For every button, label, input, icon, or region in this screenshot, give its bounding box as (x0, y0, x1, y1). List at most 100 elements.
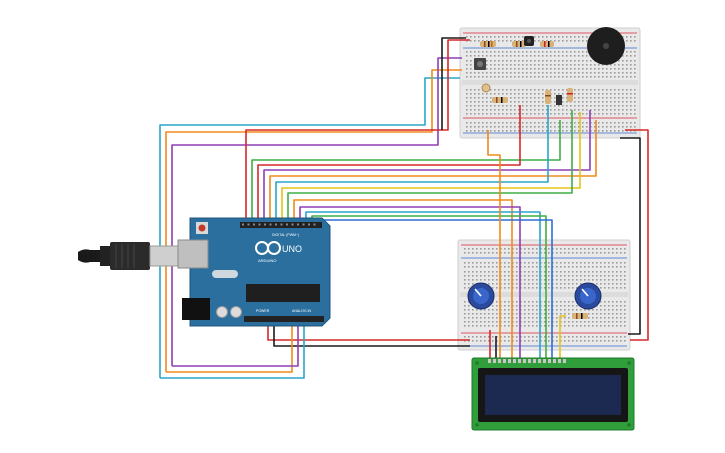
breadboard-hole (532, 313, 534, 315)
breadboard-hole (622, 36, 624, 38)
bottom-breadboard[interactable] (457, 239, 631, 351)
breadboard-hole (588, 317, 590, 319)
breadboard-hole (608, 340, 610, 342)
breadboard-hole (514, 101, 516, 103)
breadboard-hole (480, 262, 482, 264)
breadboard-hole (470, 68, 472, 70)
breadboard-hole (604, 283, 606, 285)
breadboard-hole (584, 252, 586, 254)
breadboard-hole (624, 336, 626, 338)
breadboard-hole (630, 113, 632, 115)
breadboard-hole (468, 271, 470, 273)
breadboard-hole (516, 325, 518, 327)
breadboard-hole (584, 266, 586, 268)
breadboard-hole (572, 266, 574, 268)
breadboard-hole (618, 72, 620, 74)
breadboard-hole (604, 301, 606, 303)
breadboard-hole (564, 266, 566, 268)
breadboard-hole (492, 266, 494, 268)
breadboard-hole (598, 93, 600, 95)
breadboard-hole (598, 97, 600, 99)
breadboard-hole (542, 60, 544, 62)
breadboard-hole (510, 40, 512, 42)
breadboard-hole (478, 109, 480, 111)
breadboard-hole (602, 109, 604, 111)
breadboard-hole (634, 55, 636, 57)
breadboard-hole (502, 68, 504, 70)
breadboard-hole (634, 40, 636, 42)
breadboard-hole (574, 126, 576, 128)
breadboard-hole (510, 126, 512, 128)
breadboard-hole (606, 68, 608, 70)
breadboard-hole (578, 60, 580, 62)
breadboard-hole (618, 68, 620, 70)
breadboard-hole (466, 122, 468, 124)
breadboard-hole (502, 93, 504, 95)
breadboard-hole (548, 283, 550, 285)
breadboard-hole (570, 113, 572, 115)
breadboard-hole (592, 336, 594, 338)
breadboard-hole (618, 109, 620, 111)
breadboard-hole (504, 275, 506, 277)
breadboard-hole (616, 336, 618, 338)
breadboard-hole (592, 313, 594, 315)
breadboard-hole (622, 68, 624, 70)
breadboard-hole (606, 89, 608, 91)
breadboard-hole (612, 248, 614, 250)
breadboard-hole (570, 130, 572, 132)
breadboard-hole (560, 283, 562, 285)
breadboard-hole (556, 283, 558, 285)
breadboard-hole (562, 101, 564, 103)
breadboard-hole (464, 275, 466, 277)
breadboard-hole (630, 105, 632, 107)
breadboard-hole (612, 336, 614, 338)
breadboard-hole (538, 113, 540, 115)
breadboard-hole (574, 36, 576, 38)
breadboard-hole (578, 51, 580, 53)
breadboard-hole (536, 317, 538, 319)
breadboard-hole (532, 271, 534, 273)
breadboard-hole (564, 321, 566, 323)
breadboard-hole (522, 64, 524, 66)
breadboard-hole (526, 60, 528, 62)
breadboard-hole (510, 68, 512, 70)
arduino-uno-board[interactable]: UNO ARDUINO DIGITAL (PWM~) POWER ANALOG … (177, 217, 331, 327)
breadboard-hole (582, 105, 584, 107)
breadboard-hole (616, 248, 618, 250)
breadboard-hole (478, 105, 480, 107)
breadboard-hole (588, 248, 590, 250)
breadboard-hole (630, 64, 632, 66)
breadboard-hole (526, 130, 528, 132)
breadboard-hole (578, 93, 580, 95)
breadboard-hole (566, 55, 568, 57)
breadboard-hole (584, 336, 586, 338)
wire-green-d2 (287, 110, 573, 225)
breadboard-hole (566, 40, 568, 42)
breadboard-hole (514, 64, 516, 66)
breadboard-hole (590, 101, 592, 103)
breadboard-hole (472, 262, 474, 264)
breadboard-hole (592, 262, 594, 264)
breadboard-hole (578, 105, 580, 107)
breadboard-hole (624, 252, 626, 254)
power-header-label: POWER (256, 309, 270, 313)
breadboard-hole (580, 321, 582, 323)
breadboard-hole (530, 109, 532, 111)
breadboard-hole (548, 325, 550, 327)
breadboard-hole (582, 122, 584, 124)
wire-purple-d (263, 110, 591, 225)
breadboard-hole (584, 271, 586, 273)
breadboard-hole (606, 97, 608, 99)
breadboard-hole (470, 89, 472, 91)
breadboard-hole (496, 313, 498, 315)
breadboard-hole (468, 287, 470, 289)
breadboard-hole (572, 248, 574, 250)
breadboard-hole (602, 105, 604, 107)
breadboard-hole (630, 76, 632, 78)
breadboard-hole (560, 305, 562, 307)
breadboard-hole (508, 248, 510, 250)
breadboard-hole (496, 287, 498, 289)
lcd-display[interactable] (471, 357, 635, 431)
breadboard-hole (472, 275, 474, 277)
breadboard-hole (484, 313, 486, 315)
